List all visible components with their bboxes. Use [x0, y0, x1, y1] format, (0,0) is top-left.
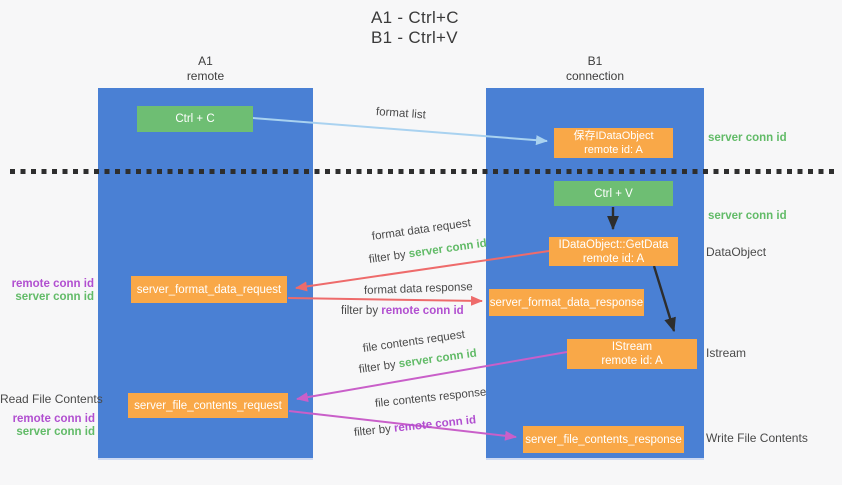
filter-by-text: filter by: [341, 305, 382, 317]
istream-annotation: Istream: [706, 346, 747, 360]
ctrl-v-label: Ctrl + V: [594, 187, 633, 200]
server-conn-id-annotation: server conn id: [15, 290, 94, 303]
file-contents-request-arrow: [296, 351, 568, 403]
title-line-a: A1 - Ctrl+C: [371, 8, 459, 27]
server-conn-id-annotation: server conn id: [16, 425, 95, 438]
idataobject-getdata-line2: remote id: A: [582, 252, 645, 265]
format-list-arrow: [252, 117, 548, 146]
format-data-response-arrow: [287, 295, 483, 306]
column-a-header: A1 remote: [98, 54, 313, 84]
server-format-data-response-label: server_format_data_response: [489, 296, 644, 309]
server-file-contents-request-label: server_file_contents_request: [134, 399, 282, 412]
server-format-data-response-box: server_format_data_response: [489, 289, 644, 316]
server-conn-id-annotation-top: server conn id: [708, 132, 787, 144]
column-b-role: connection: [565, 69, 625, 83]
server-file-contents-request-box: server_file_contents_request: [128, 393, 288, 418]
save-idataobject-line2: remote id: A: [584, 144, 643, 156]
write-file-contents-annotation: Write File Contents: [706, 431, 808, 445]
file-contents-response-arrow: [288, 410, 517, 441]
server-format-data-request-box: server_format_data_request: [131, 276, 287, 303]
title-line-b: B1 - Ctrl+V: [371, 28, 458, 47]
save-idataobject-line1: 保存IDataObject: [573, 130, 654, 142]
server-file-contents-response-box: server_file_contents_response: [523, 426, 684, 453]
istream-line2: remote id: A: [601, 355, 663, 367]
column-b-header: B1 connection: [486, 54, 704, 84]
column-b-name: B1: [587, 54, 603, 68]
format-data-response-filter-label: filter by remote conn id: [341, 305, 464, 317]
server-file-contents-response-label: server_file_contents_response: [525, 433, 682, 446]
istream-line1: IStream: [611, 341, 653, 353]
left-conn-ids-bottom: Read File Contents remote conn id server…: [0, 392, 103, 438]
server-conn-id-annotation-mid: server conn id: [708, 210, 787, 222]
read-file-contents-annotation: Read File Contents: [0, 392, 103, 406]
diagram-title: A1 - Ctrl+C B1 - Ctrl+V: [371, 8, 459, 48]
save-idataobject-box: 保存IDataObject remote id: A: [554, 128, 673, 158]
remote-conn-id-annotation: remote conn id: [12, 413, 95, 425]
column-a-name: A1: [198, 54, 213, 68]
server-format-data-request-label: server_format_data_request: [136, 283, 282, 296]
format-data-request-arrow: [295, 250, 550, 292]
ctrl-v-box: Ctrl + V: [554, 181, 673, 206]
idataobject-getdata-line1: IDataObject::GetData: [558, 238, 669, 251]
phase-divider-dotted-line: [10, 169, 836, 174]
remote-conn-id-text: remote conn id: [381, 305, 464, 317]
idataobject-getdata-box: IDataObject::GetData remote id: A: [549, 237, 678, 266]
ctrl-c-box: Ctrl + C: [137, 106, 253, 132]
dataobject-annotation: DataObject: [706, 245, 767, 259]
remote-conn-id-annotation: remote conn id: [11, 278, 94, 290]
getdata-to-istream-arrow: [652, 265, 676, 333]
istream-box: IStream remote id: A: [567, 339, 697, 369]
ctrl-c-label: Ctrl + C: [175, 113, 215, 125]
column-a-role: remote: [186, 69, 225, 83]
left-conn-ids-top: remote conn id server conn id: [0, 278, 94, 303]
